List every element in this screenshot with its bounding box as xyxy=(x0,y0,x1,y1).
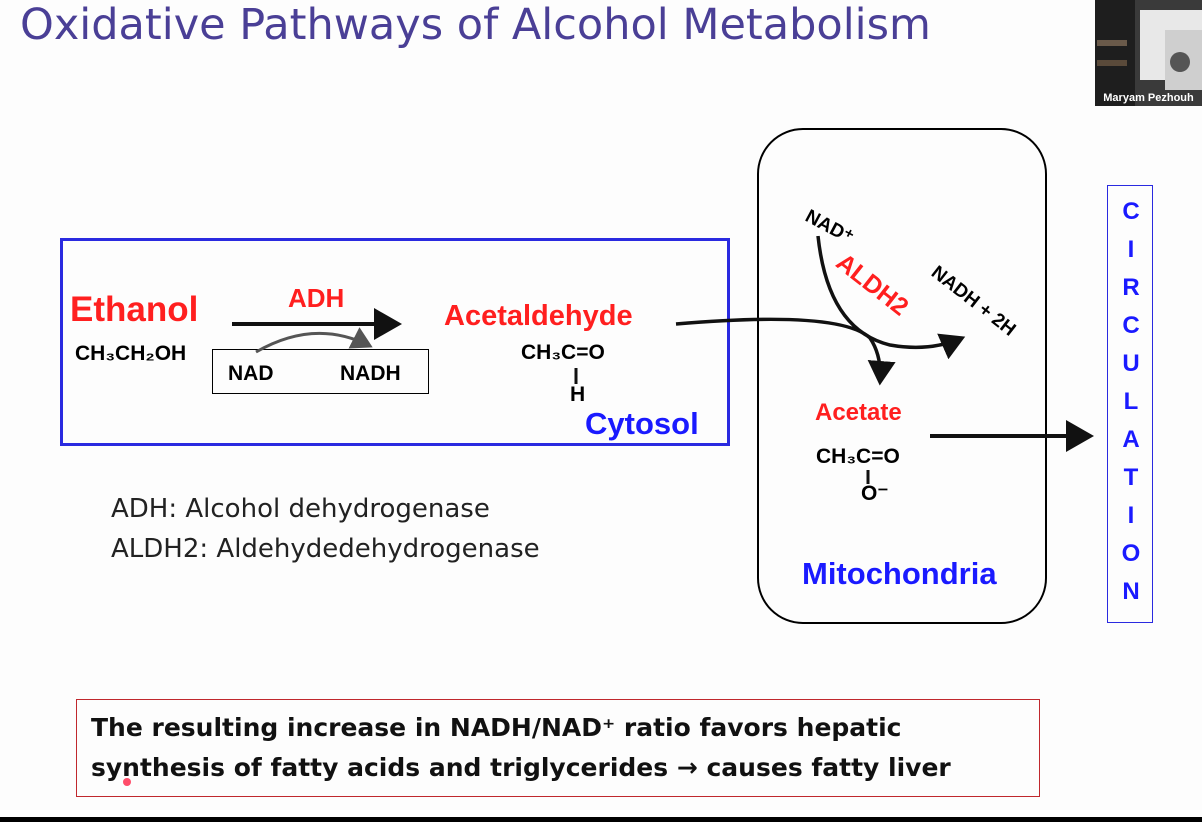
ethanol-label: Ethanol xyxy=(70,290,199,329)
cofactor-box xyxy=(212,349,429,394)
nad-to-nadh-mito-arrow xyxy=(816,235,966,360)
acetate-oxygen: O⁻ xyxy=(861,482,889,505)
circulation-letter: L xyxy=(1123,388,1139,415)
acetaldehyde-hydrogen: H xyxy=(570,383,586,406)
acetaldehyde-formula: CH₃C=O xyxy=(521,341,605,364)
ethanol-formula: CH₃CH₂OH xyxy=(75,342,187,365)
circulation-letter: U xyxy=(1122,350,1140,377)
cytosol-label: Cytosol xyxy=(585,406,699,441)
nad-label: NAD xyxy=(228,362,274,385)
bottom-border xyxy=(0,817,1202,822)
note-line-1: The resulting increase in NADH/NAD⁺ rati… xyxy=(91,713,902,742)
circulation-letter: I xyxy=(1127,502,1135,529)
circulation-letter: C xyxy=(1122,312,1140,339)
note-line-2: synthesis of fatty acids and triglycerid… xyxy=(91,753,951,782)
conclusion-note-box: The resulting increase in NADH/NAD⁺ rati… xyxy=(76,699,1040,797)
circulation-letter: A xyxy=(1122,426,1140,453)
circulation-box: C I R C U L A T I O N xyxy=(1107,185,1153,623)
mitochondria-label: Mitochondria xyxy=(802,556,997,591)
nad-to-nadh-curve-arrow xyxy=(255,327,373,354)
webcam-name-label: Maryam Pezhouh xyxy=(1103,92,1194,104)
legend-adh: ADH: Alcohol dehydrogenase xyxy=(111,494,490,524)
circulation-letter: N xyxy=(1122,578,1140,605)
webcam-thumbnail[interactable]: Maryam Pezhouh xyxy=(1095,0,1202,106)
nadh-label: NADH xyxy=(340,362,401,385)
circulation-letter: T xyxy=(1123,464,1139,491)
circulation-letter: I xyxy=(1127,236,1135,263)
acetaldehyde-label: Acetaldehyde xyxy=(444,300,633,332)
adh-enzyme-label: ADH xyxy=(288,283,345,313)
cytosol-box xyxy=(60,238,730,446)
acetate-formula: CH₃C=O xyxy=(816,445,900,468)
circulation-letter: R xyxy=(1122,274,1140,301)
circulation-letter: O xyxy=(1121,540,1141,567)
webcam-video-icon xyxy=(1095,0,1202,106)
slide-title: Oxidative Pathways of Alcohol Metabolism xyxy=(20,0,931,50)
laser-pointer-dot xyxy=(123,778,131,786)
legend-aldh2: ALDH2: Aldehydedehydrogenase xyxy=(111,534,540,564)
acetaldehyde-to-mitochondria-arrow xyxy=(675,317,896,386)
circulation-letter: C xyxy=(1122,198,1140,225)
acetate-label: Acetate xyxy=(815,399,902,426)
mitochondria-box xyxy=(757,128,1047,624)
